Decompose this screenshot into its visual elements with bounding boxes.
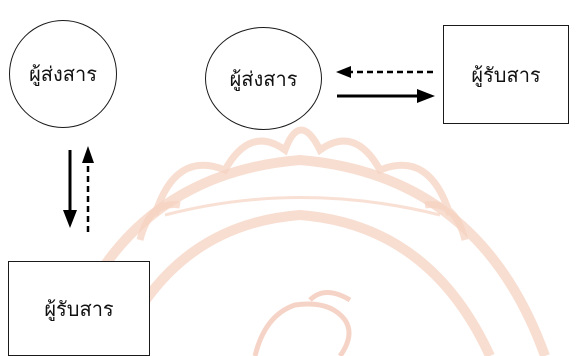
arrow-solid-sender-to-receiver-left — [63, 150, 77, 228]
arrow-dashed-receiver-to-sender-left — [82, 146, 94, 232]
sender-circle-left: ผู้ส่งสาร — [9, 20, 117, 128]
receiver-box-right: ผู้รับสาร — [443, 25, 569, 124]
arrow-dashed-receiver-to-sender-right — [336, 66, 433, 78]
sender-label-right: ผู้ส่งสาร — [229, 66, 298, 91]
sender-circle-right: ผู้ส่งสาร — [205, 27, 322, 130]
receiver-label-right: ผู้รับสาร — [471, 62, 541, 87]
receiver-label-left: ผู้รับสาร — [44, 296, 114, 321]
sender-label-left: ผู้ส่งสาร — [29, 62, 97, 86]
receiver-box-left: ผู้รับสาร — [8, 261, 150, 356]
arrow-solid-sender-to-receiver-right — [337, 89, 435, 103]
